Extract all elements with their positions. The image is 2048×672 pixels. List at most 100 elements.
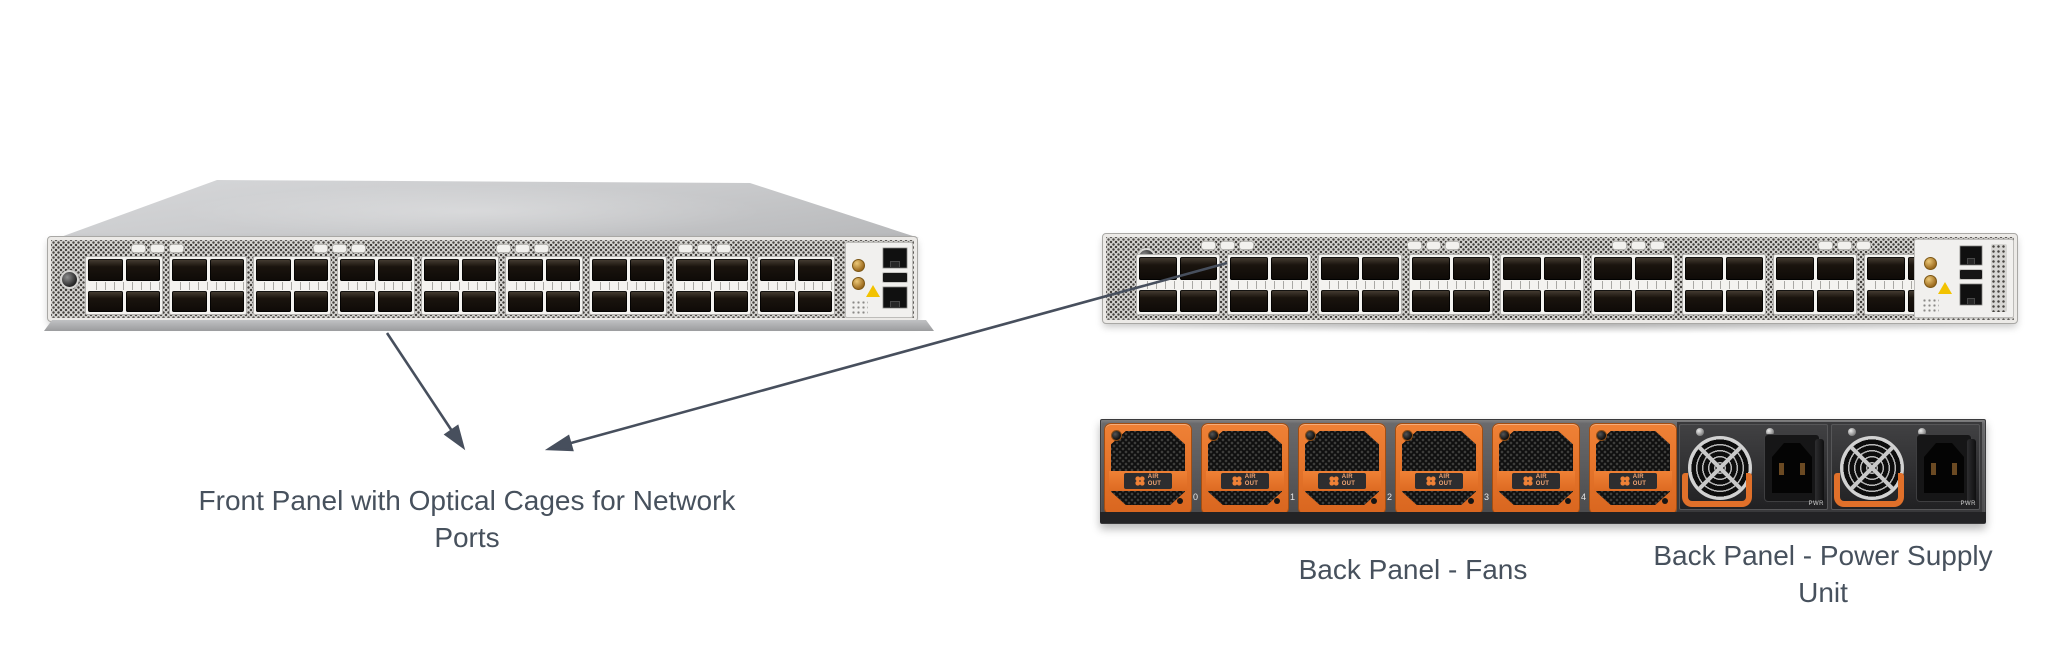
cage-row <box>592 259 664 281</box>
vent-slot <box>313 244 329 253</box>
qsfp-port <box>1230 257 1268 280</box>
qsfp-port <box>1816 289 1854 312</box>
vent-slot <box>351 244 367 253</box>
psu-fan-grille <box>1840 436 1904 500</box>
cage-row <box>424 290 496 312</box>
qsfp-port <box>1452 289 1490 312</box>
qsfp-port <box>713 259 748 281</box>
port-group <box>1318 254 1402 315</box>
air-out-line1: AIR <box>1438 474 1450 481</box>
psu-module: PWR <box>1831 424 1980 510</box>
qsfp-port <box>592 290 627 312</box>
psu-module: PWR <box>1679 424 1828 510</box>
qsfp-port <box>1634 289 1672 312</box>
vent-slot <box>332 244 348 253</box>
gold-button-icon <box>1924 275 1937 288</box>
air-out-line2: OUT <box>1147 480 1162 487</box>
gold-button-icon <box>1924 257 1937 270</box>
port-number-strip <box>1685 280 1763 289</box>
qsfp-port <box>1321 257 1359 280</box>
qsfp-port <box>340 259 375 281</box>
port-number-strip <box>508 281 580 290</box>
air-out-line2: OUT <box>1438 480 1453 487</box>
switch-front-straight <box>1102 233 2018 324</box>
qsfp-port <box>256 290 291 312</box>
air-out-line2: OUT <box>1244 480 1259 487</box>
port-group <box>757 256 835 315</box>
vent-slots <box>313 244 367 253</box>
qsfp-port <box>88 259 123 281</box>
fan-icon <box>1522 475 1533 486</box>
psu-handle <box>1682 473 1752 507</box>
port-group <box>169 256 247 315</box>
screw-icon <box>1848 428 1856 436</box>
psu-area: PWR PWR <box>1677 422 1982 512</box>
label-back-fans-line1: Back Panel - Fans <box>1298 554 1528 585</box>
cage-row <box>1594 289 1672 312</box>
screw-icon <box>1111 430 1122 441</box>
port-number-strip <box>1412 280 1490 289</box>
port-number-strip <box>592 281 664 290</box>
qsfp-port <box>1725 289 1763 312</box>
fan-icon <box>1231 475 1242 486</box>
console-slot <box>1959 269 1983 280</box>
fan-grille <box>1305 431 1379 505</box>
thumbscrew-icon <box>60 270 79 289</box>
port-number-strip <box>172 281 244 290</box>
fan-slot-divider: 2 <box>1386 423 1395 515</box>
label-back-psu: Back Panel - Power Supply Unit <box>1643 537 2003 611</box>
pwr-label: PWR <box>1960 501 1976 507</box>
screw-icon <box>1499 430 1510 441</box>
vent-slot <box>677 244 693 253</box>
latch-dot <box>1177 498 1183 504</box>
vent-slots <box>1612 241 1666 250</box>
qsfp-port <box>293 259 328 281</box>
qsfp-port <box>508 290 543 312</box>
vent-slot <box>495 244 511 253</box>
qsfp-port <box>1412 257 1450 280</box>
vent-slots <box>1817 241 1871 250</box>
qsfp-port <box>545 290 580 312</box>
qsfp-port <box>1594 289 1632 312</box>
label-back-psu-line2: Unit <box>1798 577 1848 608</box>
cage-row <box>1230 289 1308 312</box>
vent-slots <box>1201 241 1254 250</box>
vent-slot <box>1444 241 1460 250</box>
port-group <box>505 256 583 315</box>
qsfp-port <box>1725 257 1763 280</box>
qsfp-port <box>1685 257 1723 280</box>
cage-row <box>676 259 748 281</box>
cage-row <box>508 290 580 312</box>
qsfp-port <box>1452 257 1490 280</box>
qsfp-port <box>797 259 832 281</box>
fan-grille <box>1596 431 1670 505</box>
vent-slot <box>1406 241 1422 250</box>
switch-shadow <box>1108 324 2012 334</box>
qsfp-port <box>88 290 123 312</box>
fan-icon <box>1134 475 1145 486</box>
cage-row <box>1685 257 1763 280</box>
vent-slot <box>533 244 549 253</box>
fan-slot-divider: 3 <box>1483 423 1492 515</box>
port-group <box>421 256 499 315</box>
rj45-port <box>1959 245 1983 266</box>
cage-row <box>88 259 160 281</box>
air-out-line2: OUT <box>1341 480 1356 487</box>
port-number-strip <box>1230 280 1308 289</box>
port-group <box>1227 254 1311 315</box>
qsfp-port <box>629 259 664 281</box>
air-out-line1: AIR <box>1632 474 1644 481</box>
qsfp-port <box>1230 289 1268 312</box>
qsfp-port <box>1816 257 1854 280</box>
cage-row <box>1412 257 1490 280</box>
